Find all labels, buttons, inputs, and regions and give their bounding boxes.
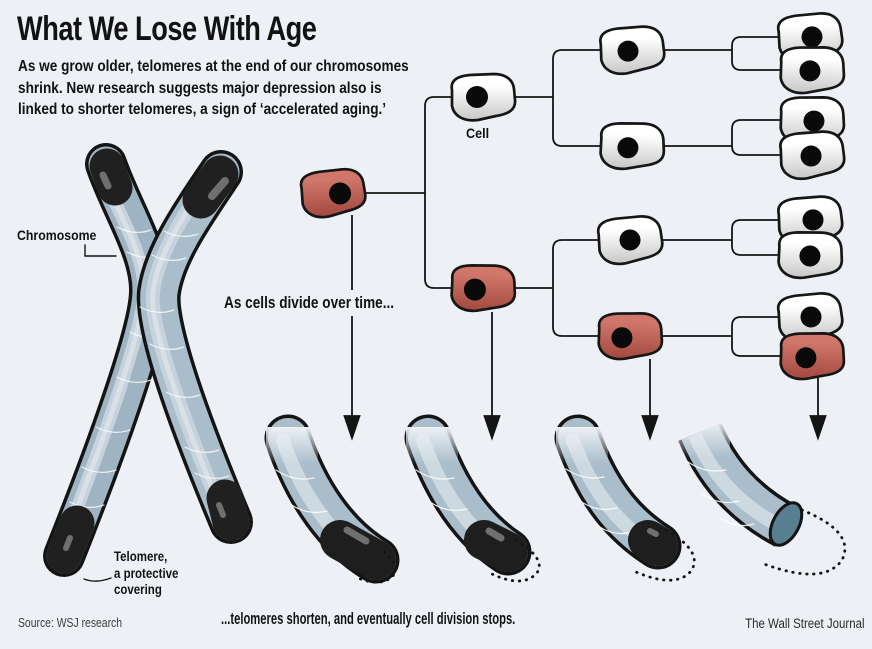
telomere-cap [182,155,239,219]
telomere-cap [206,479,250,541]
divide-note: As cells divide over time... [224,292,398,315]
cell-tree [298,11,847,382]
chromatid-stripes [139,230,230,479]
cell-depressed-2 [449,262,518,315]
publisher-credit: The Wall Street Journal [745,616,865,631]
chromatid-stripes [69,226,165,508]
cell-healthy [776,291,845,344]
cell-depressed-3 [596,310,665,362]
cell-healthy [776,194,845,246]
lost-telomere-dotted [762,508,847,576]
cell-healthy [778,129,847,181]
telomere-cap [464,520,528,572]
telomere-leader-line [83,577,112,582]
lost-telomere-dotted [634,528,696,582]
open-tube-end [768,501,804,547]
telomere-cap [320,520,396,580]
cell-healthy [776,11,845,64]
telomere-label-line-1: Telomere, [114,549,168,564]
telomere-label: Telomere, a protective covering [114,549,178,599]
subtitle-line-3: linked to shorter telomeres, a sign of ‘… [18,101,387,118]
cell-depressed-4 [778,330,847,382]
subtitle: As we grow older, telomeres at the end o… [18,56,409,121]
telomere-cap [628,520,678,566]
cell-healthy [596,214,665,267]
telomere-label-line-2: a protective [114,565,179,581]
time-arrows [343,215,827,441]
cell-healthy [776,229,845,282]
telomere-stages [264,414,847,584]
telomere-stage-4 [678,421,847,576]
telomere-stage-2 [404,414,541,583]
chromosome-illustration [43,143,253,582]
cell-healthy-labeled [450,72,517,122]
subtitle-line-2: shrink. New research suggests major depr… [18,79,382,97]
subtitle-line-1: As we grow older, telomeres at the end o… [18,58,409,75]
source-note: Source: WSJ research [18,615,123,630]
cell-healthy [778,94,847,146]
telomere-cap [89,148,133,206]
chromosome-leader-line [84,244,117,257]
cell-label: Cell [466,125,490,141]
cell-depressed-root [298,166,368,220]
telomere-stage-3 [554,414,696,582]
cell-healthy [598,120,667,173]
division-tree-lines [363,36,782,357]
telomere-label-line-3: covering [114,582,162,597]
cell-healthy [598,24,667,76]
telomere-stage-1 [264,414,400,584]
chromosome-label: Chromosome [17,227,97,243]
cell-healthy [778,44,847,96]
bottom-caption: ...telomeres shorten, and eventually cel… [221,609,516,628]
page-title: What We Lose With Age [17,10,317,48]
